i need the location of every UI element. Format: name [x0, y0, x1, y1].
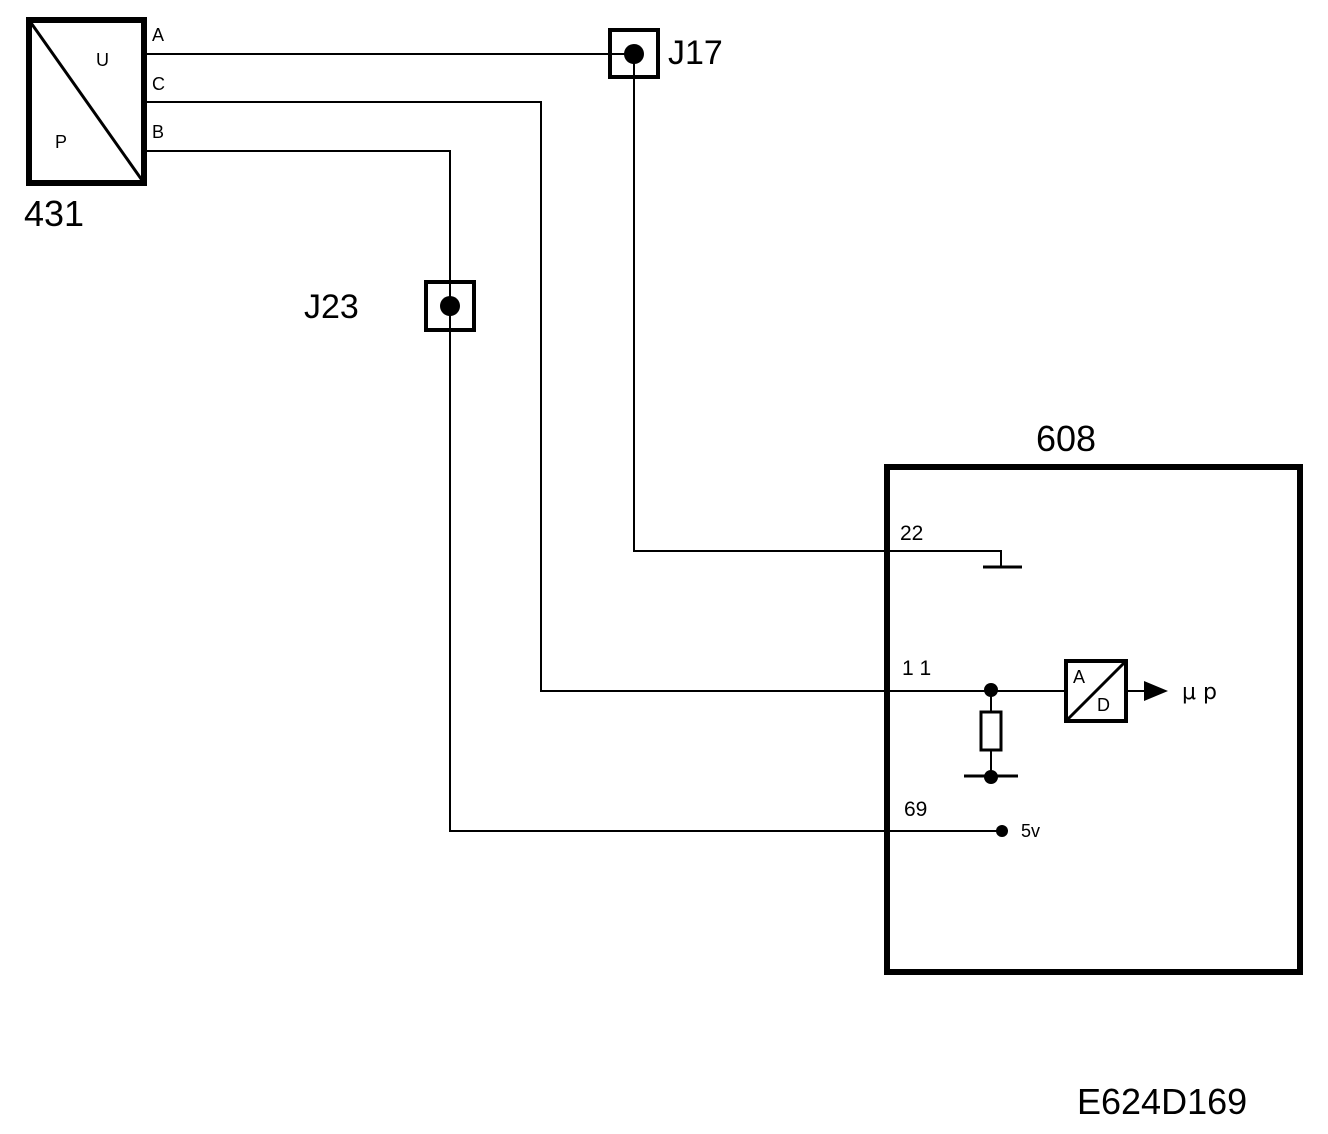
ecu-id-label: 608 [1036, 418, 1096, 459]
ecu-pin-11-label: 1 1 [902, 657, 931, 680]
supply-label-5v: 5v [1021, 821, 1040, 841]
ecu-box [884, 464, 1303, 975]
sensor-pin-a: A [152, 25, 164, 45]
ecu-608: 608 22 1 1 A D μ p 69 5v [884, 418, 1303, 975]
sensor-id-label: 431 [24, 193, 84, 234]
sensor-pin-c: C [152, 74, 165, 94]
sensor-label-u: U [96, 50, 109, 70]
output-arrow-icon [1144, 681, 1168, 701]
connector-j17-label: J17 [668, 34, 723, 72]
supply-dot-5v [996, 825, 1008, 837]
pulldown-resistor [979, 710, 1003, 752]
sensor-pin-b: B [152, 122, 164, 142]
sensor-label-p: P [55, 132, 67, 152]
figure-reference: E624D169 [1077, 1081, 1247, 1122]
connector-j23-label: J23 [304, 288, 359, 326]
pressure-sensor-431: U P A C B 431 [24, 17, 165, 234]
connector-j23: J23 [304, 280, 476, 332]
wire-j17-to-pin-22 [633, 54, 887, 552]
sensor-diagonal [27, 19, 146, 184]
ad-converter-label-d: D [1097, 695, 1110, 715]
ecu-pin-22-label: 22 [900, 522, 923, 545]
connector-j17-pin [624, 44, 644, 64]
wires [144, 53, 887, 832]
ecu-pin-69-label: 69 [904, 798, 927, 821]
connector-j17: J17 [608, 28, 723, 79]
connector-j23-box [424, 280, 476, 332]
ad-converter-diagonal [1064, 659, 1128, 723]
wire-c-to-pin-11 [144, 101, 887, 692]
connector-j17-box [608, 28, 660, 79]
connector-j23-pin [440, 296, 460, 316]
ecu-pin-22-trace [887, 550, 1002, 566]
ad-converter-label-a: A [1073, 667, 1085, 687]
microprocessor-label: μ p [1182, 680, 1217, 705]
wire-b-to-pin-69 [144, 150, 887, 832]
